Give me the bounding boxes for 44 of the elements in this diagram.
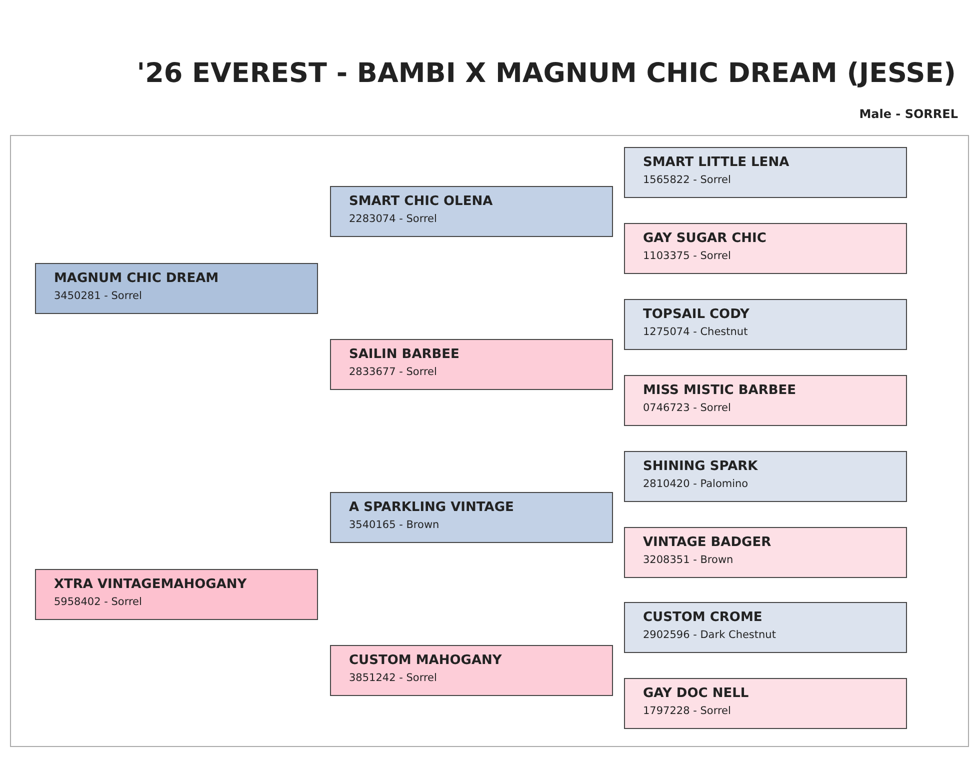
dam-box [624,678,907,729]
horse-name: A SPARKLING VINTAGE [349,500,515,515]
registration-info: 5958402 - Sorrel [54,596,143,608]
registration-info: 3851242 - Sorrel [349,672,438,684]
registration-info: 2902596 - Dark Chestnut [643,629,777,641]
dam-box [35,569,318,620]
registration-info: 1103375 - Sorrel [643,250,732,262]
dam-box [330,645,613,696]
horse-name: CUSTOM CROME [643,610,764,625]
title: '26 EVEREST - BAMBI X MAGNUM CHIC DREAM (JESSE) [136,58,956,89]
horse-name: SMART CHIC OLENA [349,194,494,209]
registration-info: 2283074 - Sorrel [349,213,438,225]
sire-box [624,147,907,198]
horse-name: GAY SUGAR CHIC [643,231,768,246]
horse-name: GAY DOC NELL [643,686,750,701]
horse-name: VINTAGE BADGER [643,535,772,550]
registration-info: 3450281 - Sorrel [54,290,143,302]
registration-info: 1797228 - Sorrel [643,705,732,717]
dam-box [330,339,613,390]
registration-info: 1565822 - Sorrel [643,174,732,186]
sire-box [624,299,907,350]
registration-info: 3208351 - Brown [643,554,734,566]
horse-name: MISS MISTIC BARBEE [643,383,797,398]
horse-name: MAGNUM CHIC DREAM [54,271,220,286]
registration-info: 2810420 - Palomino [643,478,750,490]
dam-box [624,223,907,274]
registration-info: 1275074 - Chestnut [643,326,749,338]
horse-name: TOPSAIL CODY [643,307,750,322]
sire-box [330,492,613,543]
sire-box [330,186,613,237]
horse-name: SAILIN BARBEE [349,347,460,362]
horse-name: XTRA VINTAGEMAHOGANY [54,577,248,592]
sire-box [35,263,318,314]
registration-info: 2833677 - Sorrel [349,366,438,378]
registration-info: 0746723 - Sorrel [643,402,732,414]
horse-name: SHINING SPARK [643,459,759,474]
dam-box [624,375,907,426]
sex-color-label: Male - SORREL [859,107,958,121]
dam-box [624,527,907,578]
horse-name: CUSTOM MAHOGANY [349,653,503,668]
sire-box [624,602,907,653]
sire-box [624,451,907,502]
horse-name: SMART LITTLE LENA [643,155,790,170]
registration-info: 3540165 - Brown [349,519,440,531]
